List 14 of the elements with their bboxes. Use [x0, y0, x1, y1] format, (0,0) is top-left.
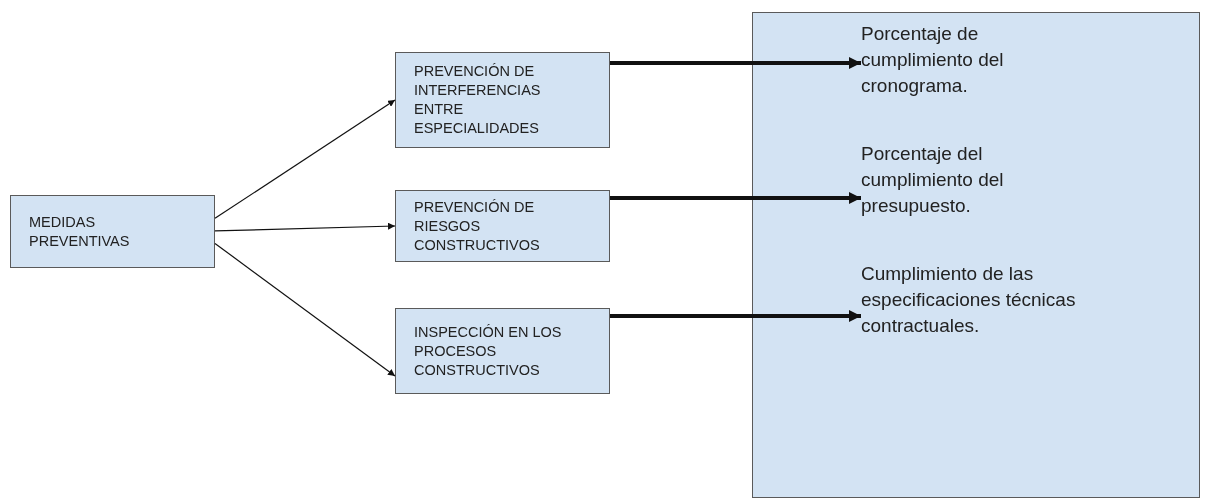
arrow — [214, 99, 396, 219]
indicator-panel — [752, 12, 1200, 498]
arrow — [610, 57, 861, 69]
indicator-text: Porcentaje de cumplimiento del cronograma. — [861, 21, 1091, 105]
indicator-text: Porcentaje del cumplimiento del presupuesto. — [861, 141, 1091, 225]
arrow — [610, 192, 861, 204]
process-box: PREVENCIÓN DE INTERFERENCIAS ENTRE ESPECIALIDADES — [395, 52, 610, 148]
arrow — [214, 222, 396, 232]
indicator-text: Cumplimiento de las especificaciones técnicas contractuales. — [861, 261, 1091, 345]
process-box: INSPECCIÓN EN LOS PROCESOS CONSTRUCTIVOS — [395, 308, 610, 394]
process-box: PREVENCIÓN DE RIESGOS CONSTRUCTIVOS — [395, 190, 610, 262]
arrow — [610, 310, 861, 322]
process-box: MEDIDAS PREVENTIVAS — [10, 195, 215, 268]
arrow — [214, 242, 396, 377]
